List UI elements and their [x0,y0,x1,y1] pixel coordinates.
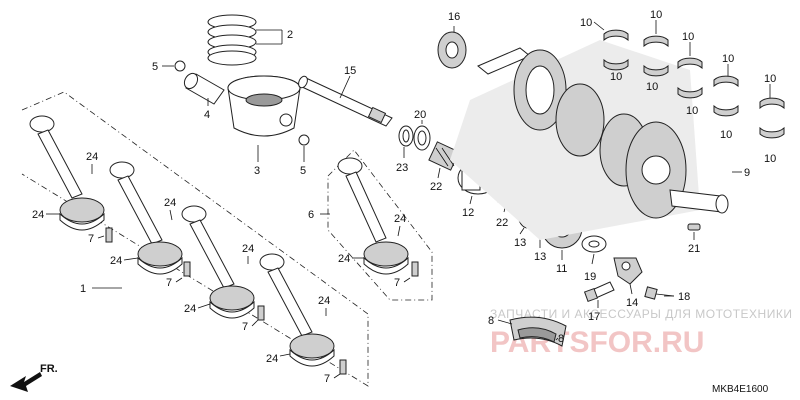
callout-10-d: 10 [646,81,658,93]
callout-23: 23 [396,162,408,174]
callout-10-c: 10 [650,9,662,21]
callout-7-a: 7 [88,233,94,245]
callout-5-lower: 5 [300,165,306,177]
callout-10-i: 10 [764,73,776,85]
callout-5-upper: 5 [152,61,158,73]
callout-24-h: 24 [266,353,278,365]
callout-13-c: 13 [514,237,526,249]
callout-24-g: 24 [318,295,330,307]
front-label: FR. [40,363,58,375]
rod-bolt-4[interactable] [339,359,347,375]
piston[interactable] [227,75,301,137]
callout-12: 12 [462,207,474,219]
callout-8-left: 8 [488,315,494,327]
piston-pin-clip-upper[interactable] [174,60,186,72]
callout-24-a: 24 [86,151,98,163]
callout-11: 11 [556,263,567,275]
watermark-caption: ЗАПЧАСТИ И АКСЕССУАРЫ ДЛЯ МОТОТЕХНИКИ [490,307,792,321]
callout-24-j: 24 [338,253,350,265]
callout-13-d: 13 [534,251,546,263]
callout-6: 6 [308,209,314,221]
callout-10-h: 10 [720,129,732,141]
callout-3: 3 [254,165,260,177]
piston-pin-clip-lower[interactable] [298,134,310,146]
callout-7-c: 7 [242,321,248,333]
crankshaft[interactable] [450,40,729,240]
washer-19[interactable] [581,235,607,253]
callout-24-e: 24 [242,243,254,255]
callout-18: 18 [678,291,690,303]
callout-24-i: 24 [394,213,406,225]
callout-9: 9 [744,167,750,179]
diagram-code: MKB4E1600 [712,384,769,395]
callout-14: 14 [626,297,638,309]
callout-22-left: 22 [430,181,442,193]
callout-7-b: 7 [166,277,172,289]
rod-bolt-1[interactable] [105,227,113,243]
main-bearings-col-5[interactable] [759,97,785,139]
callout-24-f: 24 [184,303,196,315]
single-rod-group-outline [327,149,433,301]
callout-4: 4 [204,109,210,121]
slipper-8[interactable] [509,316,567,347]
rod-bolt-spare[interactable] [411,261,419,277]
bolt-17[interactable] [583,281,615,303]
piston-rings[interactable] [207,14,257,66]
callout-21: 21 [688,243,700,255]
callout-10-a: 10 [580,17,592,29]
front-direction-arrow: FR. [10,363,58,392]
washer-23[interactable] [398,125,414,147]
gear-16[interactable] [437,31,467,69]
callout-24-d: 24 [110,255,122,267]
main-bearings-col-4[interactable] [713,75,739,117]
callout-10-j: 10 [764,153,776,165]
con-rod-1[interactable] [29,115,105,231]
callout-10-f: 10 [686,105,698,117]
con-rod-4[interactable] [259,253,335,367]
callout-10-e: 10 [682,31,694,43]
main-bearings-col-3[interactable] [677,57,703,99]
callout-7-e: 7 [394,277,400,289]
watermark: ЗАПЧАСТИ И АКСЕССУАРЫ ДЛЯ МОТОТЕХНИКИ PA… [490,307,792,359]
con-rod-spare[interactable] [337,157,409,275]
main-bearings-col-1[interactable] [603,29,629,71]
callout-10-b: 10 [610,71,622,83]
callout-19: 19 [584,271,596,283]
main-bearings-col-2[interactable] [643,35,669,77]
callout-2: 2 [287,29,293,41]
primary-shaft[interactable] [297,75,393,127]
callout-22-right: 22 [496,217,508,229]
callout-7-d: 7 [324,373,330,385]
callout-24-c: 24 [164,197,176,209]
callout-15: 15 [344,65,356,77]
callout-24-b: 24 [32,209,44,221]
callout-1: 1 [80,283,86,295]
con-rod-group-outline [21,91,369,387]
key-pin-21[interactable] [687,223,701,231]
callout-16: 16 [448,11,460,23]
tensioner-14[interactable] [613,257,643,285]
callout-20: 20 [414,109,426,121]
seal-20[interactable] [413,125,431,151]
rod-bolt-3[interactable] [257,305,265,321]
con-rod-3[interactable] [181,205,255,319]
callout-10-g: 10 [722,53,734,65]
bolt-18[interactable] [644,286,675,300]
callout-8-right: 8 [558,333,564,345]
piston-pin[interactable] [182,71,225,105]
rod-bolt-2[interactable] [183,261,191,277]
callout-17: 17 [588,311,600,323]
con-rod-2[interactable] [109,161,183,275]
